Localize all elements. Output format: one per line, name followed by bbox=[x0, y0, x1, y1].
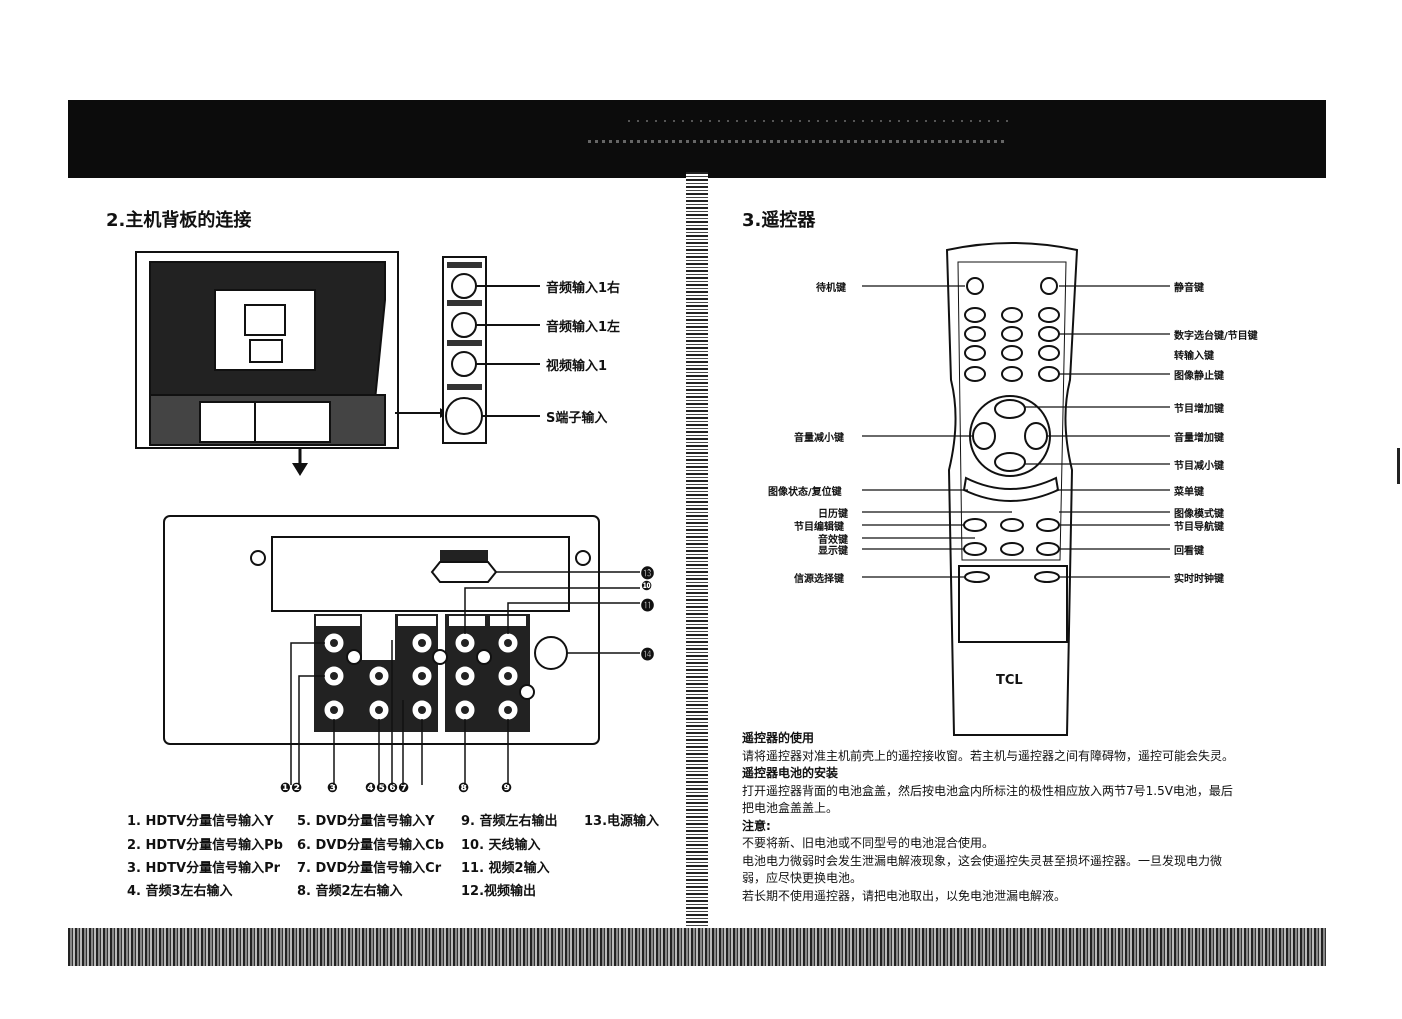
label-digit-keys: 数字选台键/节目键 bbox=[1174, 331, 1258, 342]
label-sound-effect: 音效键 bbox=[818, 535, 848, 546]
legend-item-4: 4. 音频3左右输入 bbox=[127, 884, 233, 899]
legend-item-12: 12.视频输出 bbox=[461, 884, 537, 899]
footer-banner bbox=[68, 928, 1326, 966]
label-standby: 待机键 bbox=[816, 283, 846, 294]
label-calendar: 日历键 bbox=[818, 509, 848, 520]
note-line: 注意: bbox=[742, 818, 771, 833]
legend-item-10: 10. 天线输入 bbox=[461, 838, 541, 853]
edge-mark bbox=[1397, 448, 1400, 484]
label-program-down: 节目减小键 bbox=[1174, 461, 1224, 472]
legend-item-1: 1. HDTV分量信号输入Y bbox=[127, 814, 274, 829]
label-input-switch: 转输入键 bbox=[1174, 351, 1214, 362]
center-divider bbox=[686, 172, 708, 932]
label-audio-in-1-right: 音频输入1右 bbox=[546, 281, 621, 296]
label-picture-reset: 图像状态/复位键 bbox=[768, 487, 842, 498]
callout-3: ❸ bbox=[327, 781, 339, 796]
callout-8: ❽ bbox=[458, 781, 470, 796]
legend-item-8: 8. 音频2左右输入 bbox=[297, 884, 403, 899]
callout-9: ❾ bbox=[501, 781, 513, 796]
label-volume-up: 音量增加键 bbox=[1174, 433, 1224, 444]
note-line: 电池电力微弱时会发生泄漏电解液现象，这会使遥控失灵甚至损坏遥控器。一旦发现电力微 bbox=[742, 853, 1223, 868]
label-menu: 菜单键 bbox=[1174, 487, 1204, 498]
note-line: 若长期不使用遥控器，请把电池取出，以免电池泄漏电解液。 bbox=[742, 888, 1067, 903]
legend-item-2: 2. HDTV分量信号输入Pb bbox=[127, 838, 283, 853]
note-line: 遥控器电池的安装 bbox=[742, 766, 839, 780]
label-recall: 回看键 bbox=[1174, 546, 1204, 557]
label-source-select: 信源选择键 bbox=[794, 574, 844, 585]
legend-item-9: 9. 音频左右输出 bbox=[461, 814, 558, 829]
note-line: 遥控器的使用 bbox=[742, 731, 815, 745]
section-title-remote: 3.遥控器 bbox=[742, 210, 816, 231]
legend-item-6: 6. DVD分量信号输入Cb bbox=[297, 838, 444, 853]
section-title-rear-panel: 2.主机背板的连接 bbox=[106, 210, 252, 231]
label-display: 显示键 bbox=[818, 546, 848, 557]
callout-13: ⓭ bbox=[641, 567, 655, 582]
tv-rear-illustration bbox=[135, 251, 399, 449]
callout-1-2: ❶❷ bbox=[280, 781, 303, 796]
legend-item-11: 11. 视频2输入 bbox=[461, 861, 550, 876]
label-clock: 实时时钟键 bbox=[1174, 574, 1224, 585]
note-line: 弱，应尽快更换电池。 bbox=[742, 871, 863, 885]
label-program-up: 节目增加键 bbox=[1174, 404, 1224, 415]
callout-11: ⓫ bbox=[641, 599, 655, 614]
note-line: 打开遥控器背面的电池盒盖，然后按电池盒内所标注的极性相应放入两节7号1.5V电池… bbox=[742, 783, 1233, 798]
callout-4-7: ❹❺❻❼ bbox=[365, 781, 410, 796]
label-video-in-1: 视频输入1 bbox=[546, 359, 608, 374]
legend-item-5: 5. DVD分量信号输入Y bbox=[297, 814, 435, 829]
legend-item-3: 3. HDTV分量信号输入Pr bbox=[127, 861, 281, 876]
callout-10: ❿ bbox=[641, 579, 653, 594]
label-mute: 静音键 bbox=[1174, 283, 1204, 294]
label-s-video-in: S端子输入 bbox=[546, 411, 608, 426]
label-audio-in-1-left: 音频输入1左 bbox=[546, 320, 621, 335]
label-program-guide: 节目导航键 bbox=[1174, 522, 1224, 533]
legend-item-7: 7. DVD分量信号输入Cr bbox=[297, 861, 442, 876]
callout-14: ⓮ bbox=[641, 648, 655, 663]
note-line: 请将遥控器对准主机前壳上的遥控接收窗。若主机与遥控器之间有障碍物，遥控可能会失灵… bbox=[742, 748, 1235, 763]
note-line: 把电池盒盖盖上。 bbox=[742, 801, 839, 815]
label-volume-down: 音量减小键 bbox=[794, 433, 844, 444]
header-banner bbox=[68, 100, 1326, 178]
note-line: 不要将新、旧电池或不同型号的电池混合使用。 bbox=[742, 836, 995, 850]
remote-brand-logo: TCL bbox=[996, 673, 1023, 688]
legend-item-13: 13.电源输入 bbox=[584, 814, 660, 829]
label-picture-mode: 图像模式键 bbox=[1174, 509, 1224, 520]
label-freeze: 图像静止键 bbox=[1174, 371, 1224, 382]
remote-usage-notes: 遥控器的使用 请将遥控器对准主机前壳上的遥控接收窗。若主机与遥控器之间有障碍物，… bbox=[742, 730, 1322, 905]
label-program-edit: 节目编辑键 bbox=[794, 522, 844, 533]
